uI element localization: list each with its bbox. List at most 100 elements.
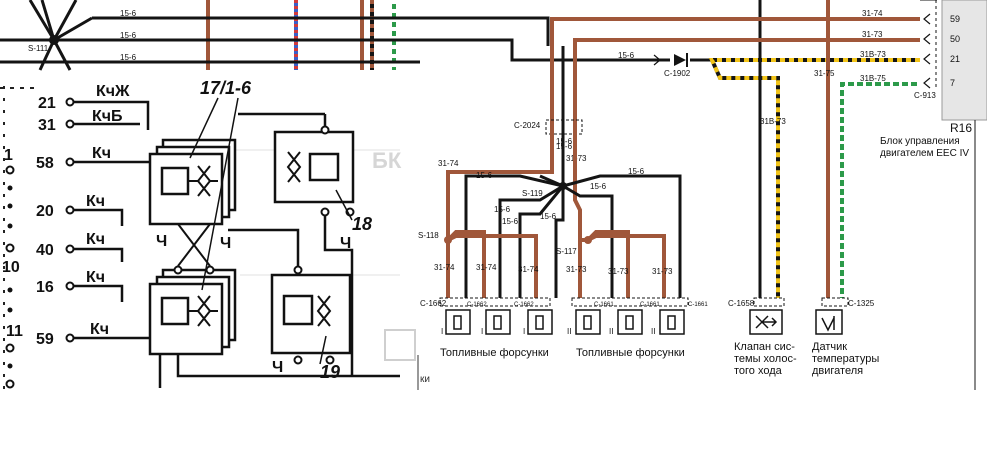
wire-31b73	[708, 58, 920, 298]
left-relay-panel: БК 21 31 1 10 11 58	[0, 78, 430, 390]
connector-c913-label: C-913	[914, 91, 936, 100]
wire-156-label-1: 15-6	[120, 9, 137, 18]
ecu-pin-59: 59	[950, 14, 960, 24]
wire-3173-i1-label: 31-73	[566, 265, 587, 274]
svg-text:31: 31	[38, 117, 56, 134]
wire-156-e-label: 15-6	[540, 212, 557, 221]
injector-mark: I	[481, 327, 483, 336]
ecu-pin-50: 50	[950, 34, 960, 44]
connector-row-c1662	[439, 297, 551, 307]
wire-relay-down	[176, 354, 400, 378]
wire-relay-cross	[177, 223, 211, 267]
splice-s111-label: S-111	[28, 44, 49, 53]
connector-c2024-group: C-2024 15-6 31-74 31-73 S-119 15-6 15-6 …	[438, 46, 682, 298]
wire-fan	[53, 16, 93, 42]
connector-marker	[653, 54, 661, 66]
pin-21: 21	[38, 95, 75, 112]
wire-156-a-label: 15-6	[476, 171, 493, 180]
relay-18-label: 18	[352, 214, 372, 234]
wire-s119-e	[562, 184, 614, 298]
wire-156-d-label: 15-6	[628, 167, 645, 176]
wire-s117-b	[586, 230, 630, 298]
injector-3: I	[523, 309, 553, 336]
connector-c1661a-label: C-1661	[594, 302, 614, 308]
wire-s118-c	[447, 234, 538, 298]
pin-40: 40	[36, 242, 75, 259]
caption-idle-valve-1: Клапан сис-	[734, 341, 795, 353]
wire-156-label-3: 15-6	[120, 53, 137, 62]
relay-19-label: 19	[320, 362, 340, 382]
connector-c1325	[821, 297, 849, 307]
ecu-wires: 31-74 31-73 31B-73 31B-75 31-75 31B-73	[550, 0, 920, 298]
injectors: C-1662 C-1662 C-1662 C-1661 C-1661 C-166…	[420, 297, 708, 359]
splice-s119-label: S-119	[522, 189, 543, 198]
ch-label: Ч	[156, 233, 167, 250]
panel-dot	[5, 243, 15, 253]
svg-text:59: 59	[36, 331, 54, 348]
connector-c2024-label: C-2024	[514, 121, 541, 130]
wire-label-kch-40: Кч	[86, 231, 105, 248]
wire-3174-left-label: 31-74	[438, 159, 459, 168]
panel-dot	[7, 203, 13, 209]
panel-dot	[7, 307, 13, 313]
ch-label: Ч	[220, 235, 231, 252]
connector-c1902-label: C-1902	[664, 69, 691, 78]
wire-label-kch-16: Кч	[86, 269, 105, 286]
wire-label-kch-58: Кч	[92, 145, 111, 162]
wire-pin21	[74, 100, 150, 130]
wire-31b75-label: 31B-75	[860, 74, 886, 83]
connector-c1662a-label: C-1662	[420, 299, 447, 308]
connector-row-c1661	[571, 297, 689, 307]
connector-c1658	[753, 297, 785, 307]
caption-idle-valve-3: того хода	[734, 365, 783, 377]
injector-mark: I	[523, 327, 525, 336]
pin-11-label: 11	[6, 323, 23, 340]
ecu-pin-21: 21	[950, 54, 960, 64]
caption-temp-sensor-2: температуры	[812, 353, 879, 365]
connector-c1325-label: C-1325	[848, 299, 875, 308]
bg-faint-frame	[384, 329, 416, 361]
relay-18-leader	[335, 189, 353, 221]
relay-stack-bottom	[148, 268, 237, 356]
ecu-name-line1: Блок управления	[880, 136, 960, 147]
wire-18-down	[323, 216, 354, 376]
wire-3173-down	[573, 128, 582, 298]
panel-dot	[5, 343, 15, 353]
svg-text:20: 20	[36, 203, 54, 220]
wire-31b75	[840, 82, 920, 298]
svg-text:58: 58	[36, 155, 54, 172]
wire-3174-label: 31-74	[862, 9, 883, 18]
wire-156-c-label: 15-6	[590, 182, 607, 191]
injector-mark: I	[441, 327, 443, 336]
wire-label-kchzh: КчЖ	[96, 83, 130, 100]
wire-3173-label: 31-73	[862, 30, 883, 39]
caption-injectors-right: Топливные форсунки	[576, 347, 685, 359]
splice-s117-label: S-117	[556, 247, 577, 256]
injector-5: II	[609, 309, 643, 336]
ecu-name-line2: двигателем EEC IV	[880, 148, 969, 159]
panel-dot	[7, 223, 13, 229]
wire-diode-right	[690, 0, 762, 62]
connector-c1662b-label: C-1662	[467, 302, 487, 308]
wire-fan	[40, 0, 56, 41]
wire-3174	[550, 17, 920, 128]
panel-dot	[5, 379, 15, 389]
injector-mark: II	[609, 327, 613, 336]
injector-mark: II	[567, 327, 571, 336]
diode-icon	[674, 54, 686, 66]
wire-156-label-2: 15-6	[120, 31, 137, 40]
wire-31b73-stripe	[708, 58, 920, 298]
wire-3175-label: 31-75	[814, 69, 835, 78]
partial-text: ки	[420, 374, 430, 385]
panel-dot	[7, 363, 13, 369]
relay-19	[270, 265, 352, 365]
injector-2: I	[481, 309, 511, 336]
connector-c1661b-label: C-1661	[640, 302, 660, 308]
caption-temp-sensor-1: Датчик	[812, 341, 847, 353]
pin-20: 20	[36, 203, 75, 220]
wire-pin20	[74, 208, 124, 226]
wire-fan	[28, 0, 56, 41]
temp-sensor: C-1325 Датчик температуры двигателя	[812, 297, 879, 377]
wire-s119-g	[539, 174, 564, 188]
